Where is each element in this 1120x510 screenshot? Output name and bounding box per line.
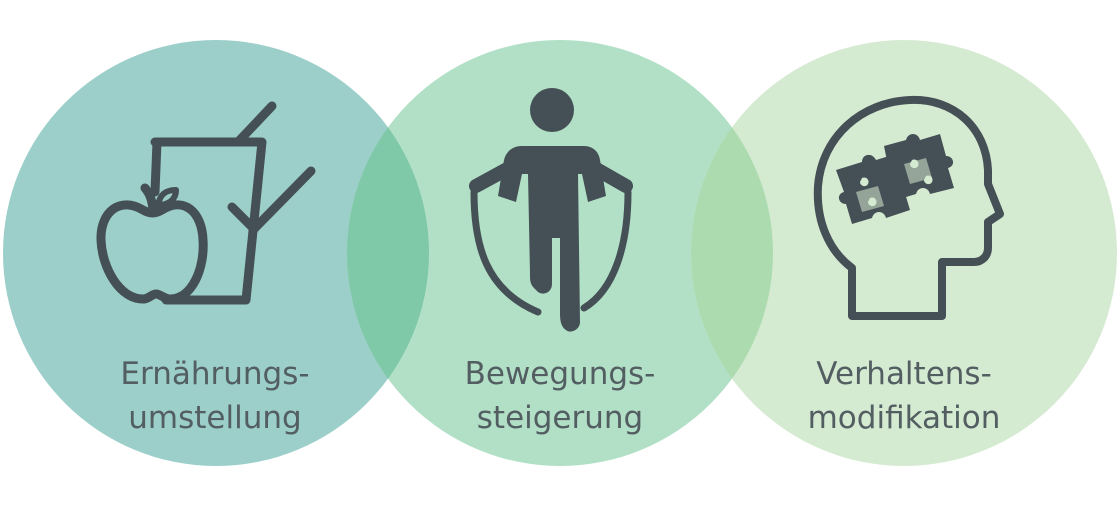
label-exercise-line1: Bewegungs- <box>464 356 656 392</box>
label-nutrition-line2: umstellung <box>128 400 302 436</box>
label-nutrition: Ernährungs- umstellung <box>65 352 365 440</box>
head-puzzle-icon <box>813 95 1004 320</box>
circle-nutrition <box>3 40 429 466</box>
apple-glass-check-icon <box>96 101 316 305</box>
label-nutrition-line1: Ernährungs- <box>120 356 310 392</box>
label-behavior: Verhaltens- modifikation <box>754 352 1054 440</box>
jump-rope-person-icon <box>469 88 633 332</box>
label-exercise: Bewegungs- steigerung <box>410 352 710 440</box>
label-behavior-line1: Verhaltens- <box>816 356 992 392</box>
circle-behavior <box>691 40 1117 466</box>
label-exercise-line2: steigerung <box>476 400 644 436</box>
label-behavior-line2: modifikation <box>807 400 1001 436</box>
